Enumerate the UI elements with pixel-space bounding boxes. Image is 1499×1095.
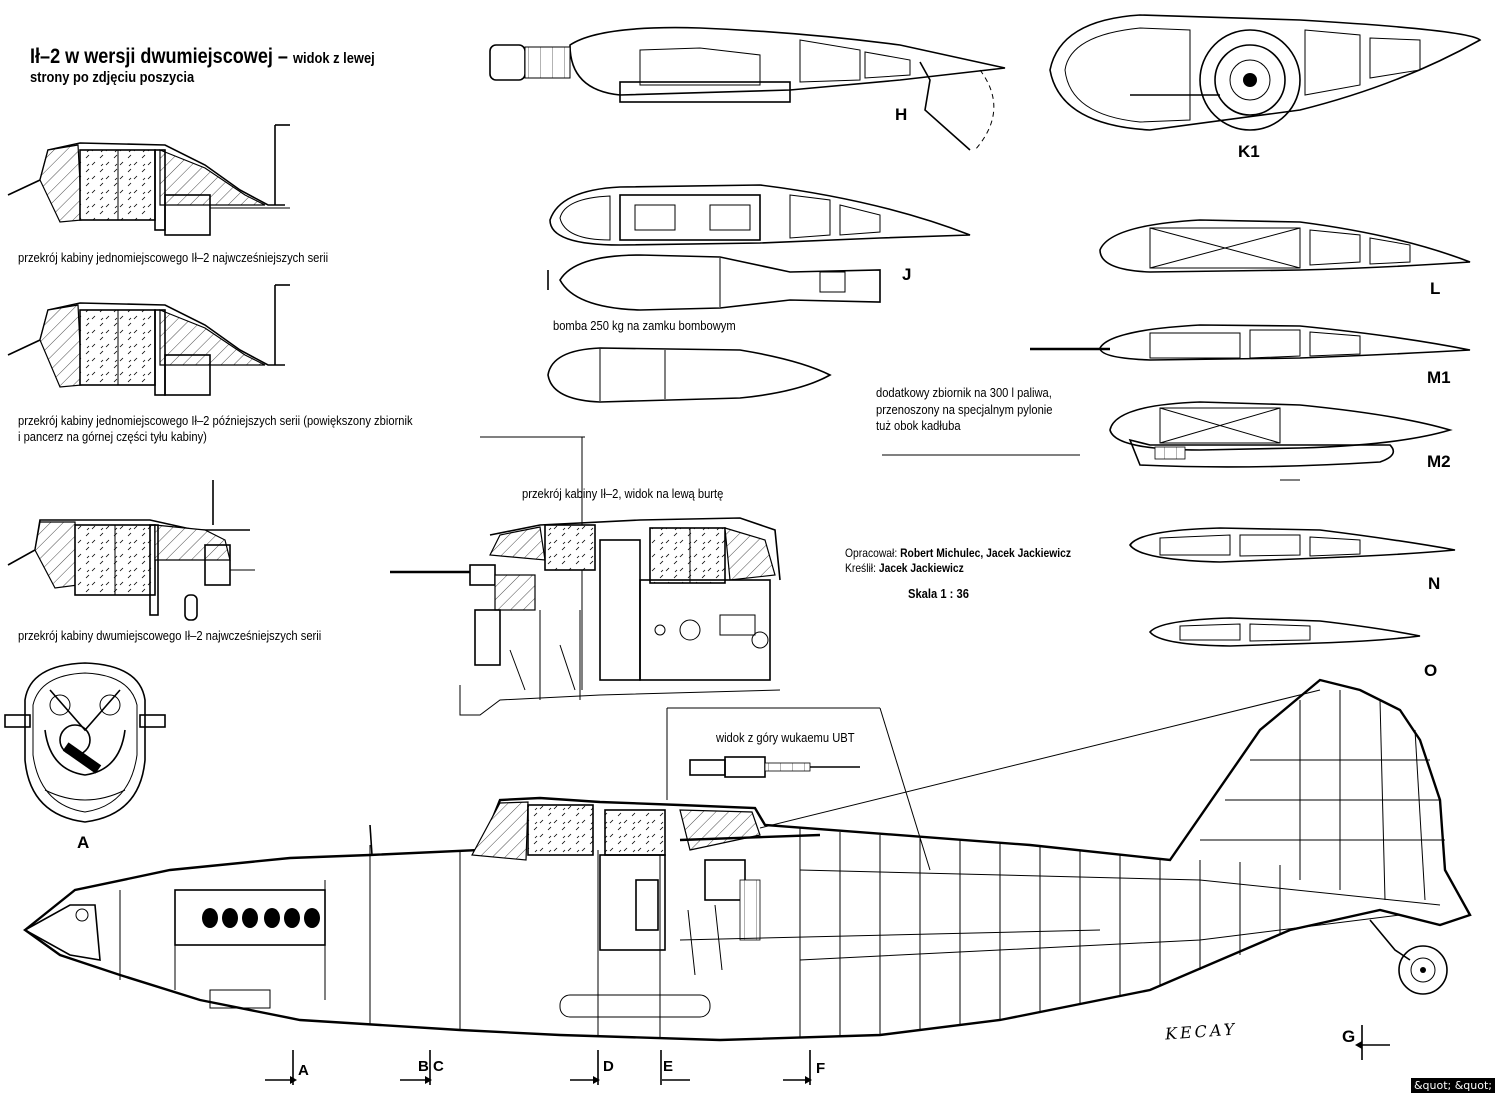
page-title: Ił–2 w wersji dwumiejscowej – widok z le… (30, 46, 375, 70)
page-subtitle: strony po zdjęciu poszycia (30, 69, 195, 86)
credit-drawn: Opracował: Robert Michulec, Jacek Jackie… (845, 546, 1071, 561)
section-letter-m1: M1 (1427, 368, 1451, 387)
section-letter-g: G (1342, 1027, 1356, 1046)
cut-marker-e: E (663, 1058, 674, 1075)
cut-marker-b: B (418, 1058, 429, 1075)
extra-fuel-tank (547, 347, 832, 403)
section-letter-k1: K1 (1238, 142, 1260, 161)
section-letter-a: A (77, 833, 90, 852)
caption-cabin-two-seat-early: przekrój kabiny dwumiejscowego Ił–2 najw… (18, 628, 322, 643)
caption-cabin-single-late-1: przekrój kabiny jednomiejscowego Ił–2 pó… (18, 413, 413, 428)
section-n-airfoil (1129, 527, 1456, 563)
credit-drawn-label: Opracował: (845, 546, 898, 560)
cabin-section-two-seat-early (7, 480, 255, 621)
caption-bomb: bomba 250 kg na zamku bombowym (553, 318, 736, 333)
section-letter-h: H (895, 105, 908, 124)
credit-drawn-names: Robert Michulec, Jacek Jackiewicz (900, 546, 1072, 560)
section-m1-airfoil (1030, 324, 1471, 361)
cut-marker-d: D (603, 1058, 614, 1075)
fuselage-side-view (23, 678, 1472, 1042)
section-m2-airfoil (1109, 401, 1453, 481)
cut-marker-lines (265, 1025, 1390, 1085)
cabin-section-single-late (7, 284, 290, 396)
section-h-airfoil (489, 26, 1006, 151)
credit-traced: Kreślił: Jacek Jackiewicz (845, 561, 964, 576)
engine-exhausts (202, 908, 320, 928)
caption-extra-tank-3: tuż obok kadłuba (876, 418, 961, 433)
caption-cabin-single-late-2: i pancerz na górnej części tyłu kabiny) (18, 429, 207, 444)
section-l-airfoil (1099, 219, 1471, 273)
section-k1-airfoil (1049, 14, 1482, 131)
caption-extra-tank-2: przenoszony na specjalnym pylonie (876, 402, 1053, 417)
caption-ubt-top-view: widok z góry wukaemu UBT (716, 730, 855, 745)
cut-marker-c: C (433, 1058, 444, 1075)
caption-cabin-single-early: przekrój kabiny jednomiejscowego Ił–2 na… (18, 250, 329, 265)
section-letter-m2: M2 (1427, 452, 1451, 471)
cut-marker-a: A (298, 1062, 309, 1079)
section-letter-l: L (1430, 279, 1441, 298)
tail-fin-structure (1200, 690, 1445, 901)
credit-traced-label: Kreślił: (845, 561, 876, 575)
caption-cabin-left-side: przekrój kabiny Ił–2, widok na lewą burt… (522, 486, 724, 501)
cut-marker-f: F (816, 1060, 826, 1077)
section-letter-j: J (902, 265, 912, 284)
section-letter-n: N (1428, 574, 1441, 593)
corner-tag: &quot; &quot; (1410, 1078, 1495, 1093)
section-letter-o: O (1424, 661, 1438, 680)
credit-traced-name: Jacek Jackiewicz (878, 561, 964, 575)
title-inline: widok z lewej (292, 50, 375, 67)
section-j-airfoil (549, 184, 971, 246)
ubt-gun-top-view (689, 756, 860, 778)
caption-extra-tank-1: dodatkowy zbiornik na 300 l paliwa, (876, 385, 1052, 400)
section-o-airfoil (1148, 617, 1421, 647)
cabin-left-side-view (390, 436, 781, 716)
leader-ubt-v (879, 707, 931, 871)
fuselage-frames (369, 828, 1281, 1038)
title-main: Ił–2 w wersji dwumiejscowej – (30, 45, 288, 68)
cabin-section-single-early (7, 124, 290, 236)
scale-label: Skala 1 : 36 (908, 586, 969, 601)
section-a-front-view (4, 662, 166, 823)
bomb-250kg (547, 254, 881, 311)
